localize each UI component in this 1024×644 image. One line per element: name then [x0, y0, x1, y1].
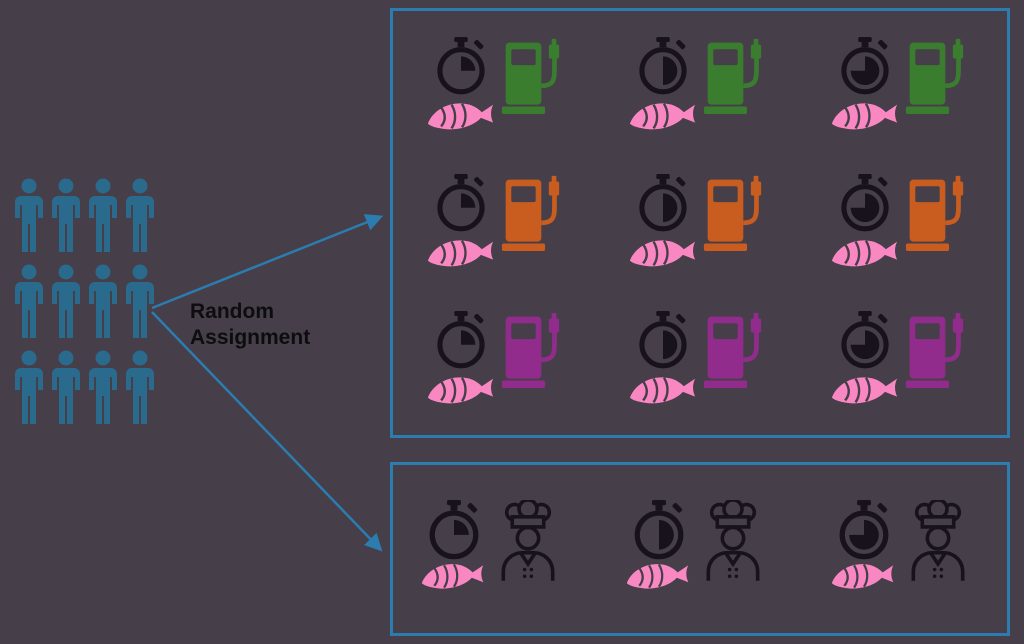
- treatment-cell: [427, 173, 562, 272]
- chef-icon: [911, 500, 965, 581]
- control-cell: [626, 500, 769, 598]
- fish-icon: [427, 102, 494, 130]
- treatment-cell: [831, 173, 966, 272]
- fish-icon: [629, 377, 696, 404]
- person-icon: [88, 350, 117, 424]
- population-row: [6, 350, 162, 428]
- chef-icon: [706, 500, 760, 581]
- fuel-pump-icon: [501, 313, 560, 389]
- person-icon: [14, 264, 43, 338]
- person-icon: [125, 264, 154, 338]
- population-row: [6, 178, 162, 256]
- stopwatch-icon: [429, 500, 479, 560]
- person-icon: [14, 178, 43, 252]
- treatment-cell: [629, 173, 764, 272]
- fuel-pump-icon: [703, 313, 762, 389]
- person-icon: [125, 350, 154, 424]
- stopwatch-icon: [839, 500, 889, 560]
- treatment-cell: [629, 311, 764, 409]
- treatment-cell: [629, 36, 764, 135]
- fish-icon: [427, 377, 494, 404]
- person-icon: [88, 264, 117, 338]
- fuel-pump-icon: [501, 175, 560, 251]
- person-icon: [51, 264, 80, 338]
- fish-icon: [422, 563, 484, 589]
- treatment-grid: [393, 11, 1007, 435]
- fish-icon: [629, 102, 696, 130]
- assignment-label: Random Assignment: [190, 300, 311, 350]
- stopwatch-icon: [841, 173, 889, 232]
- person-icon: [125, 178, 154, 252]
- treatment-cell: [427, 311, 562, 409]
- treatment-box: [390, 8, 1010, 438]
- fish-icon: [427, 240, 494, 267]
- fuel-pump-icon: [703, 38, 762, 114]
- treatment-cell: [427, 36, 562, 135]
- stopwatch-icon: [841, 36, 889, 94]
- fish-icon: [831, 240, 898, 267]
- person-icon: [51, 350, 80, 424]
- fuel-pump-icon: [905, 38, 964, 114]
- person-icon: [88, 178, 117, 252]
- stopwatch-icon: [639, 311, 687, 369]
- stopwatch-icon: [437, 311, 485, 369]
- fish-icon: [831, 563, 893, 589]
- chef-icon: [501, 500, 555, 581]
- stopwatch-icon: [639, 173, 687, 232]
- treatment-cell: [831, 36, 966, 135]
- control-box: [390, 462, 1010, 636]
- fish-icon: [831, 377, 898, 404]
- control-cell: [831, 500, 974, 598]
- fish-icon: [629, 240, 696, 267]
- control-cell: [422, 500, 564, 598]
- stopwatch-icon: [437, 173, 485, 232]
- fuel-pump-icon: [905, 175, 964, 251]
- stopwatch-icon: [841, 311, 889, 369]
- fuel-pump-icon: [905, 313, 964, 389]
- stopwatch-icon: [437, 36, 485, 94]
- stopwatch-icon: [634, 500, 684, 560]
- fuel-pump-icon: [703, 175, 762, 251]
- fish-icon: [626, 563, 689, 589]
- population-row: [6, 264, 162, 342]
- treatment-cell: [831, 311, 966, 409]
- stopwatch-icon: [639, 36, 687, 94]
- person-icon: [51, 178, 80, 252]
- arrow-to-treatments: [151, 214, 384, 310]
- population: [6, 178, 162, 428]
- person-icon: [14, 350, 43, 424]
- control-grid: [393, 465, 1007, 633]
- fuel-pump-icon: [501, 38, 560, 114]
- fish-icon: [831, 102, 898, 130]
